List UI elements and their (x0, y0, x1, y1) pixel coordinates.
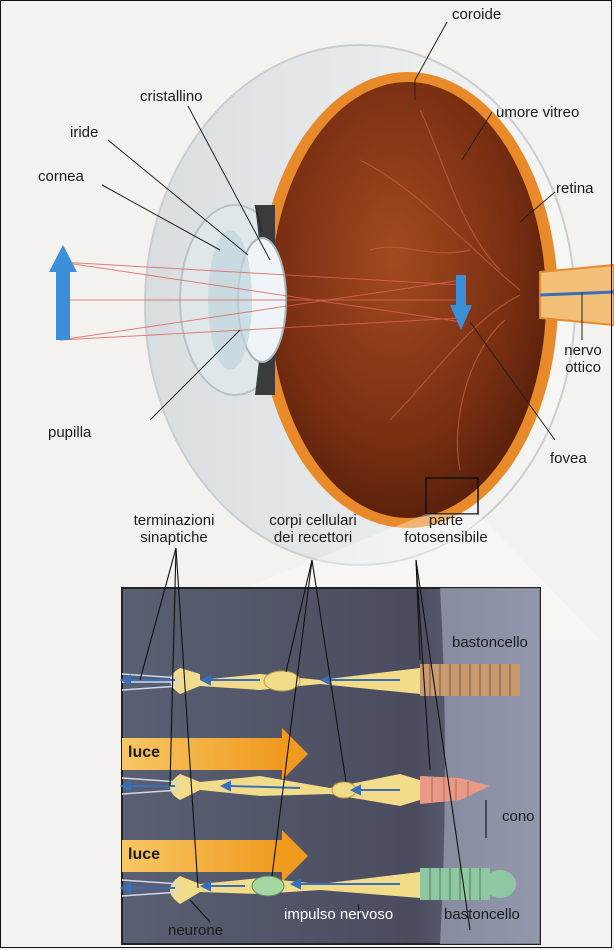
label-impulso-nervoso: impulso nervoso (284, 906, 393, 923)
label-corpi-cellulari: corpi cellulari dei recettori (252, 512, 374, 546)
label-neurone: neurone (168, 922, 223, 939)
label-luce-2: luce (128, 846, 160, 863)
label-nervo: nervo (552, 342, 614, 359)
label-fotosensibile: fotosensibile (390, 529, 502, 546)
label-corpi: corpi cellulari (252, 512, 374, 529)
label-coroide: coroide (452, 6, 501, 23)
label-ottico: ottico (552, 359, 614, 376)
label-iride: iride (70, 124, 98, 141)
label-sinaptiche: sinaptiche (118, 529, 230, 546)
label-parte: parte (390, 512, 502, 529)
label-cono: cono (502, 808, 535, 825)
label-terminazioni-sinaptiche: terminazioni sinaptiche (118, 512, 230, 546)
label-cornea: cornea (38, 168, 84, 185)
label-retina: retina (556, 180, 594, 197)
label-parte-fotosensibile: parte fotosensibile (390, 512, 502, 546)
label-umore-vitreo: umore vitreo (496, 104, 579, 121)
label-bastoncello-top: bastoncello (452, 634, 528, 651)
label-nervo-ottico: nervo ottico (552, 342, 614, 376)
label-luce-1: luce (128, 744, 160, 761)
label-bastoncello-bottom: bastoncello (444, 906, 520, 923)
label-terminazioni: terminazioni (118, 512, 230, 529)
label-fovea: fovea (550, 450, 587, 467)
label-recettori: dei recettori (252, 529, 374, 546)
label-pupilla: pupilla (48, 424, 91, 441)
label-cristallino: cristallino (140, 88, 203, 105)
